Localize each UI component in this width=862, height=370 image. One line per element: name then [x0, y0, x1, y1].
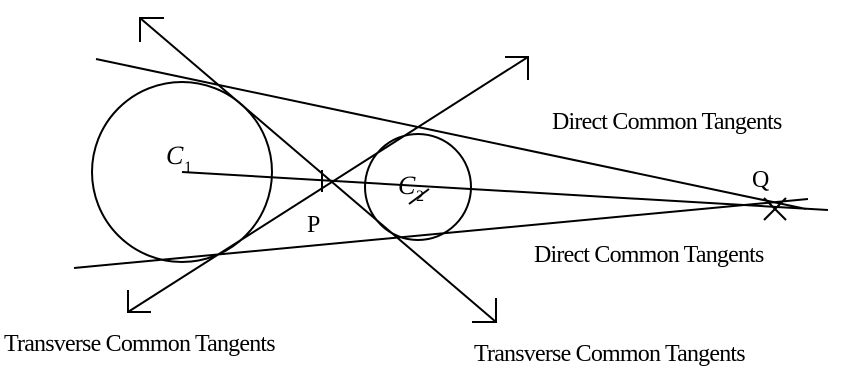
circle-c1	[91, 81, 273, 263]
arrowhead-bottom-left	[127, 290, 151, 313]
arrowhead-bottom-right	[472, 298, 497, 323]
label-direct-top: Direct Common Tangents	[552, 109, 782, 135]
circle-c2	[364, 133, 472, 241]
arrowhead-top-left	[139, 17, 164, 42]
transverse-tangent-1	[139, 17, 497, 323]
q-cross-b	[763, 197, 787, 221]
label-c2-letter: C	[398, 171, 416, 200]
direct-tangent-upper	[95, 58, 807, 210]
label-p: P	[307, 212, 320, 238]
direct-tangent-lower	[73, 198, 809, 269]
arrowhead-top-right	[505, 56, 529, 80]
label-c2-subscript: 2	[416, 188, 424, 205]
label-direct-bottom: Direct Common Tangents	[534, 242, 764, 268]
label-c1-letter: C	[166, 141, 184, 170]
line-of-centres	[181, 171, 829, 211]
label-transverse-left: Transverse Common Tangents	[4, 331, 275, 357]
c2-tick-mark	[408, 188, 430, 205]
label-transverse-right: Transverse Common Tangents	[474, 341, 745, 367]
label-c1-subscript: 1	[184, 159, 192, 176]
label-q: Q	[752, 167, 769, 193]
transverse-tangent-2	[127, 56, 529, 313]
